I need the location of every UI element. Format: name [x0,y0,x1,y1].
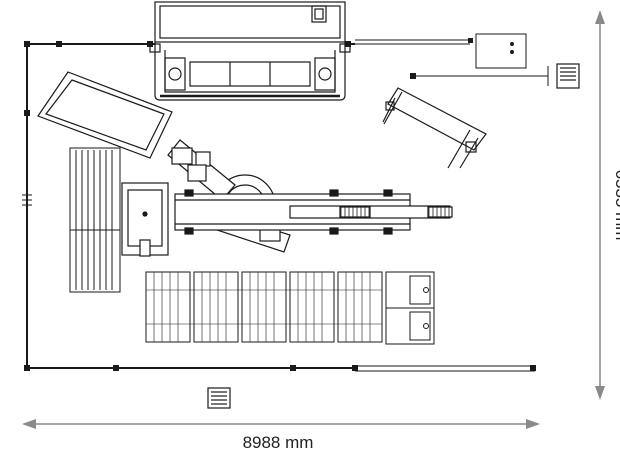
pallet-row [145,271,383,343]
width-arrow-left [22,419,36,429]
safety-fence [26,43,355,369]
width-dimension: 8988 mm [22,419,540,452]
fixture-turntable [121,182,169,257]
storage-bins [385,271,435,345]
operator-panel-bottom [207,387,231,409]
tilted-table [37,71,173,159]
outfeed-ramp [382,87,487,169]
fence-double-rail [355,39,549,372]
width-arrow-right [526,419,540,429]
control-cabinet [475,33,527,69]
height-arrow-top [595,10,605,24]
press-machine [149,1,351,101]
operator-panel-right [556,63,580,89]
fence-left-marks [22,194,32,206]
height-dimension: 6535 mm [595,10,620,400]
width-label: 8988 mm [243,433,314,452]
height-label: 6535 mm [612,170,620,241]
belt-conveyor [174,189,453,235]
height-arrow-bottom [595,386,605,400]
stacking-rack [69,147,121,293]
